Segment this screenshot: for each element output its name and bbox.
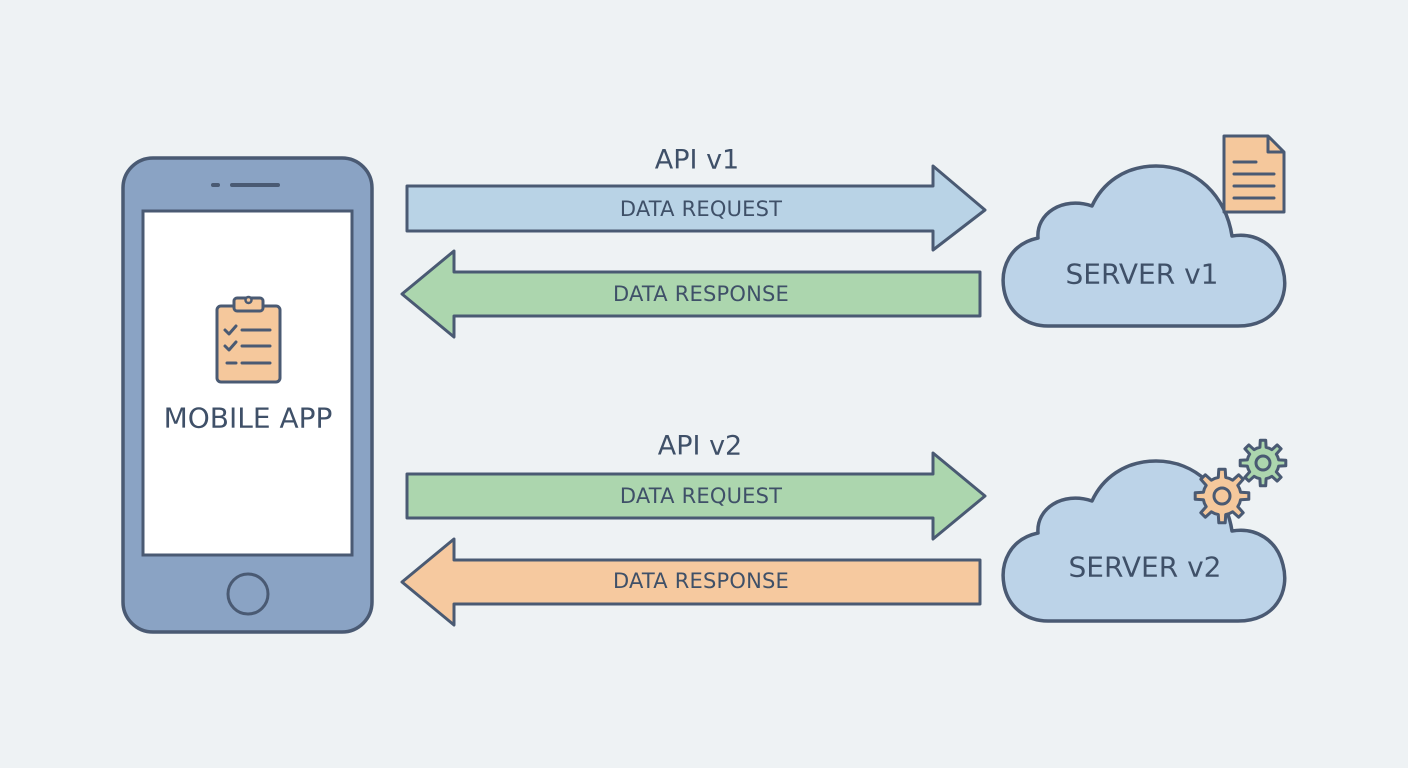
gears-icon — [1193, 438, 1288, 525]
api-v1-response-arrow — [400, 249, 982, 339]
document-icon — [1222, 134, 1286, 214]
gear-hole — [1254, 454, 1272, 472]
server-v1-cloud — [1001, 164, 1287, 328]
api-v2-title: API v2 — [657, 430, 743, 462]
api-v1-request-label: DATA REQUEST — [619, 197, 783, 221]
phone-home-button — [226, 572, 270, 616]
api-v2-request-arrow — [405, 451, 987, 541]
mobile-app-label: MOBILE APP — [163, 401, 333, 435]
api-v1-title: API v1 — [654, 144, 740, 176]
mobile-phone — [121, 156, 374, 634]
server-v2-cloud — [1001, 459, 1287, 623]
api-v1-response-label: DATA RESPONSE — [612, 282, 790, 306]
server-v2-label: SERVER v2 — [1068, 550, 1222, 584]
server-v1-label: SERVER v1 — [1065, 257, 1219, 291]
clipboard-checklist-icon — [215, 295, 282, 384]
api-v2-response-arrow — [400, 537, 982, 627]
api-v2-response-label: DATA RESPONSE — [612, 569, 790, 593]
gear-green-icon — [1238, 438, 1288, 488]
gear-hole — [1212, 486, 1232, 506]
api-v2-request-label: DATA REQUEST — [619, 484, 783, 508]
api-v1-request-arrow — [405, 164, 987, 252]
gear-orange-icon — [1193, 467, 1251, 525]
